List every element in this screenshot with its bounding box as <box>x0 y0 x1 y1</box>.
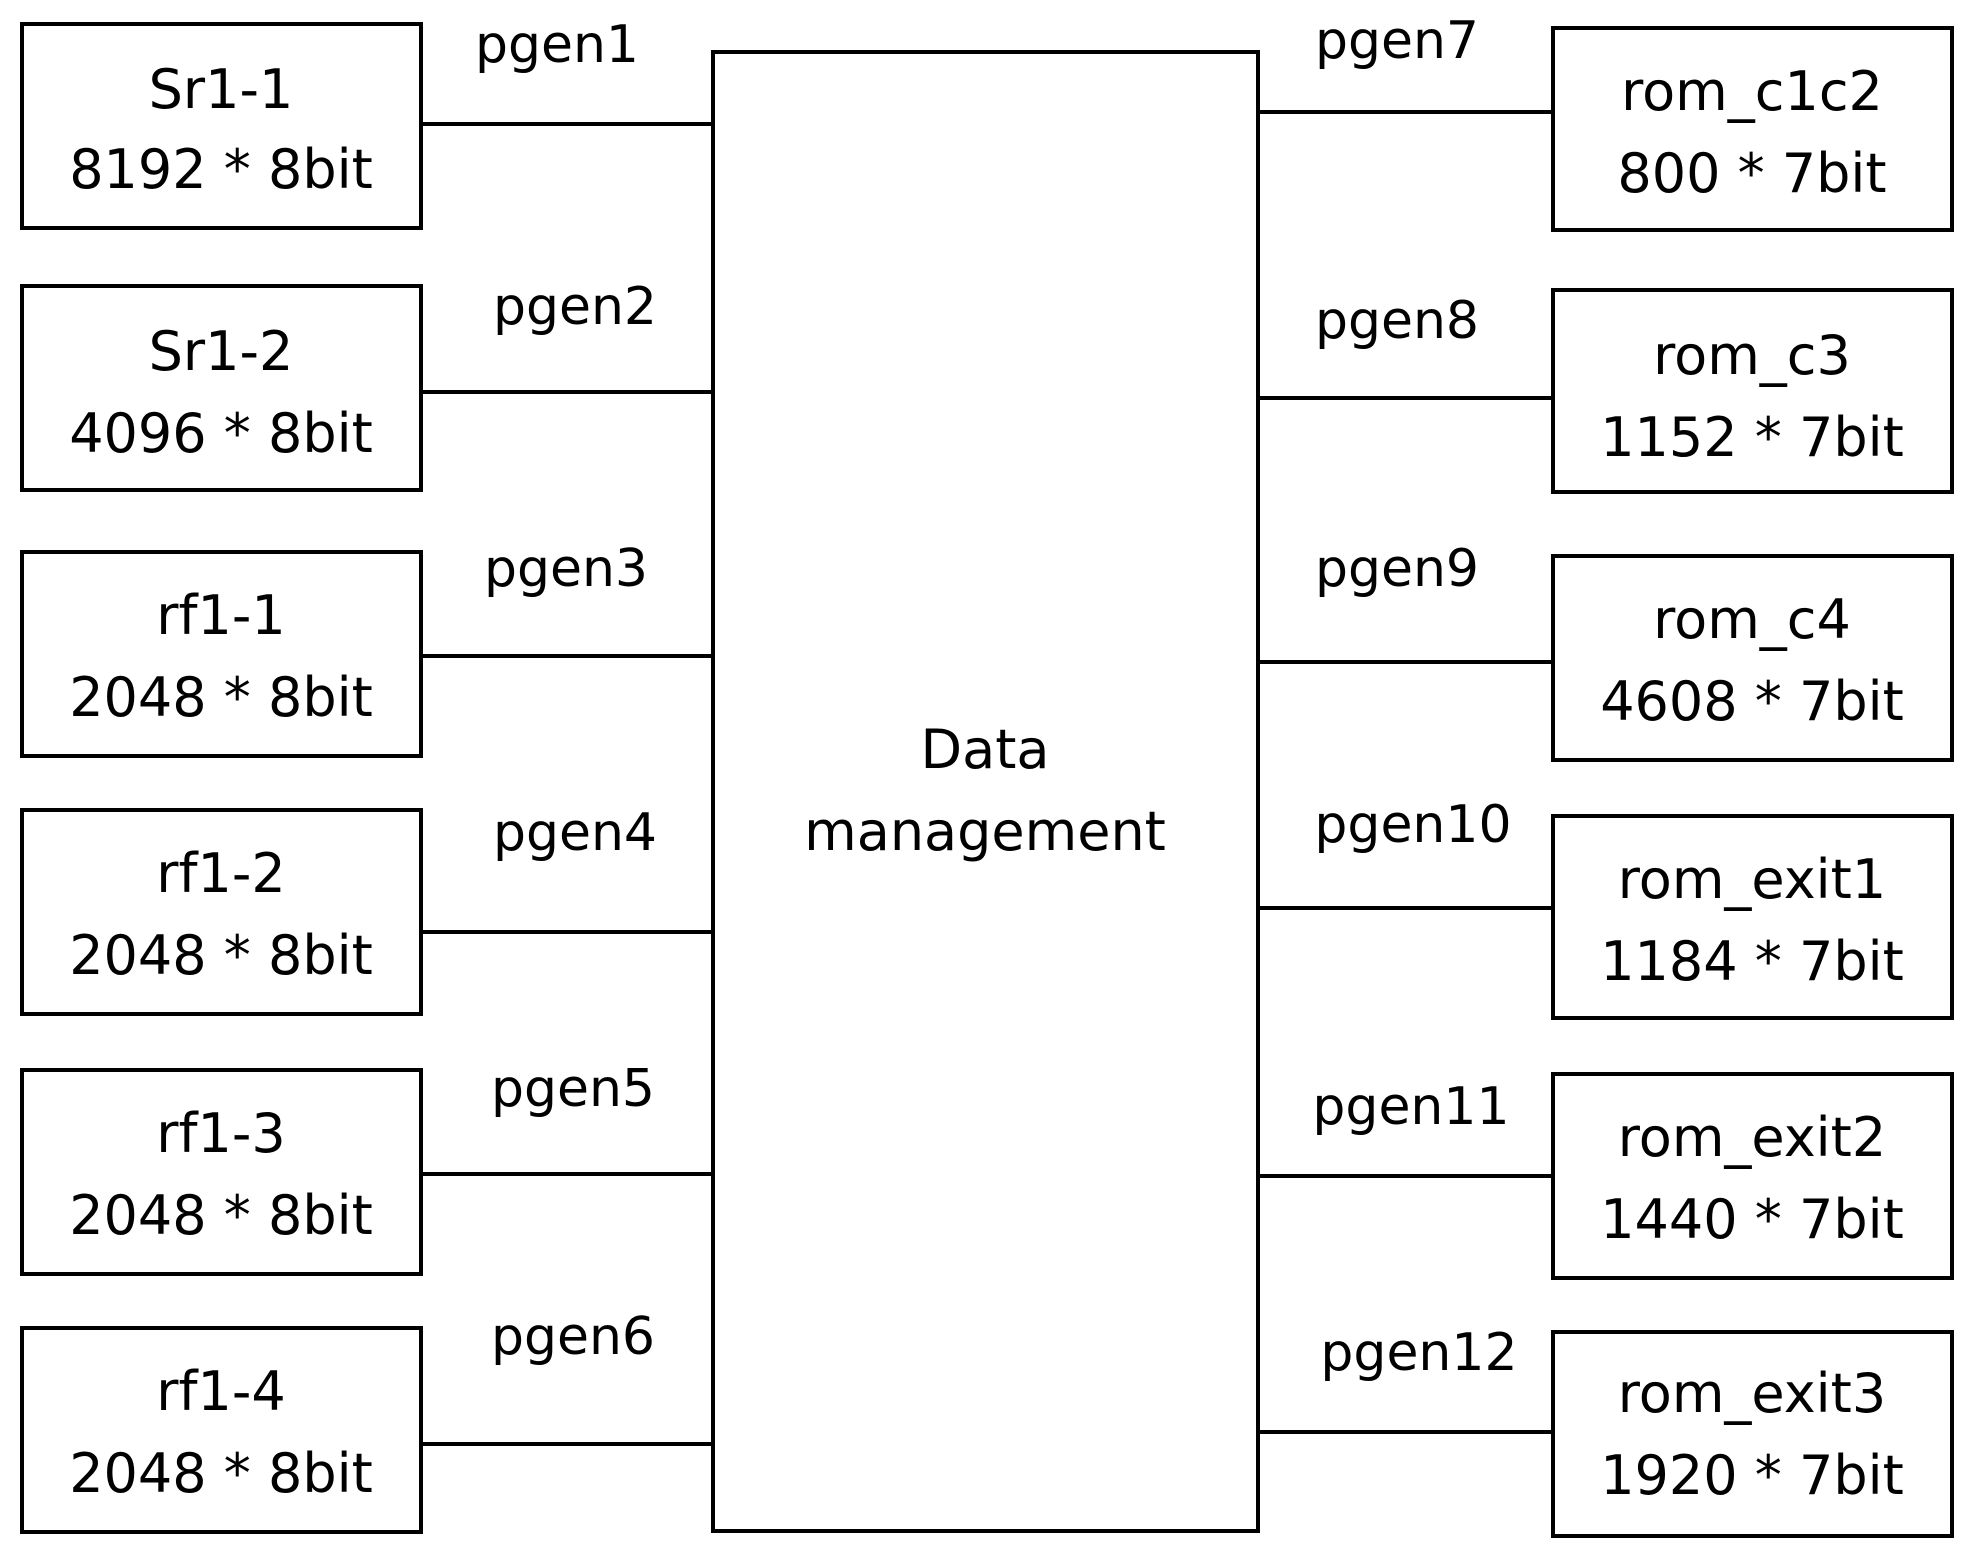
module-name: rom_exit1 <box>1618 848 1886 911</box>
port-label: pgen3 <box>484 539 648 599</box>
module-size: 4096 * 8bit <box>69 402 373 465</box>
right-module-0: rom_c1c2 800 * 7bit pgen7 <box>1258 11 1954 232</box>
module-name: rom_c4 <box>1653 588 1851 651</box>
port-label: pgen2 <box>493 277 657 337</box>
module-name: rf1-4 <box>156 1360 285 1423</box>
module-name: Sr1-2 <box>149 320 294 383</box>
module-size: 4608 * 7bit <box>1600 670 1904 733</box>
port-label: pgen4 <box>493 803 657 863</box>
module-box <box>20 1326 423 1534</box>
left-module-4: rf1-3 2048 * 8bit pgen5 <box>20 1059 713 1276</box>
port-label: pgen12 <box>1320 1323 1517 1383</box>
module-name: rom_c1c2 <box>1621 60 1883 123</box>
data-management-block <box>711 50 1260 1533</box>
module-size: 1440 * 7bit <box>1600 1188 1904 1251</box>
center-line-2: management <box>804 800 1166 863</box>
module-size: 2048 * 8bit <box>69 1442 373 1505</box>
module-name: rf1-2 <box>156 842 285 905</box>
module-size: 2048 * 8bit <box>69 1184 373 1247</box>
right-module-2: rom_c4 4608 * 7bit pgen9 <box>1258 539 1954 762</box>
module-box <box>1551 1072 1954 1280</box>
module-size: 800 * 7bit <box>1617 142 1886 205</box>
port-label: pgen6 <box>491 1307 655 1367</box>
module-size: 2048 * 8bit <box>69 666 373 729</box>
center-line-1: Data <box>921 718 1050 781</box>
module-name: Sr1-1 <box>149 58 294 121</box>
right-module-5: rom_exit3 1920 * 7bit pgen12 <box>1258 1323 1954 1538</box>
module-box <box>1551 554 1954 762</box>
right-module-3: rom_exit1 1184 * 7bit pgen10 <box>1258 795 1954 1020</box>
left-module-5: rf1-4 2048 * 8bit pgen6 <box>20 1307 713 1534</box>
module-box <box>1551 288 1954 494</box>
port-label: pgen10 <box>1314 795 1511 855</box>
module-size: 8192 * 8bit <box>69 138 373 201</box>
port-label: pgen8 <box>1315 291 1479 351</box>
left-module-1: Sr1-2 4096 * 8bit pgen2 <box>20 277 713 492</box>
module-box <box>20 284 423 492</box>
module-box <box>1551 26 1954 232</box>
module-box <box>20 550 423 758</box>
module-size: 1184 * 7bit <box>1600 930 1904 993</box>
module-size: 1920 * 7bit <box>1600 1444 1904 1507</box>
module-name: rom_c3 <box>1653 324 1851 387</box>
module-size: 1152 * 7bit <box>1600 406 1904 469</box>
module-name: rom_exit2 <box>1618 1106 1886 1169</box>
module-size: 2048 * 8bit <box>69 924 373 987</box>
port-label: pgen1 <box>475 15 639 75</box>
module-name: rom_exit3 <box>1618 1362 1886 1425</box>
left-module-2: rf1-1 2048 * 8bit pgen3 <box>20 539 713 758</box>
left-module-0: Sr1-1 8192 * 8bit pgen1 <box>20 15 713 230</box>
port-label: pgen5 <box>491 1059 655 1119</box>
module-box <box>20 808 423 1016</box>
module-box <box>20 22 423 230</box>
left-module-3: rf1-2 2048 * 8bit pgen4 <box>20 803 713 1016</box>
port-label: pgen11 <box>1312 1077 1509 1137</box>
right-module-1: rom_c3 1152 * 7bit pgen8 <box>1258 288 1954 494</box>
module-name: rf1-3 <box>156 1102 285 1165</box>
module-box <box>1551 1330 1954 1538</box>
module-box <box>1551 814 1954 1020</box>
right-module-4: rom_exit2 1440 * 7bit pgen11 <box>1258 1072 1954 1280</box>
port-label: pgen9 <box>1315 539 1479 599</box>
module-box <box>20 1068 423 1276</box>
module-name: rf1-1 <box>156 584 285 647</box>
port-label: pgen7 <box>1315 11 1479 71</box>
